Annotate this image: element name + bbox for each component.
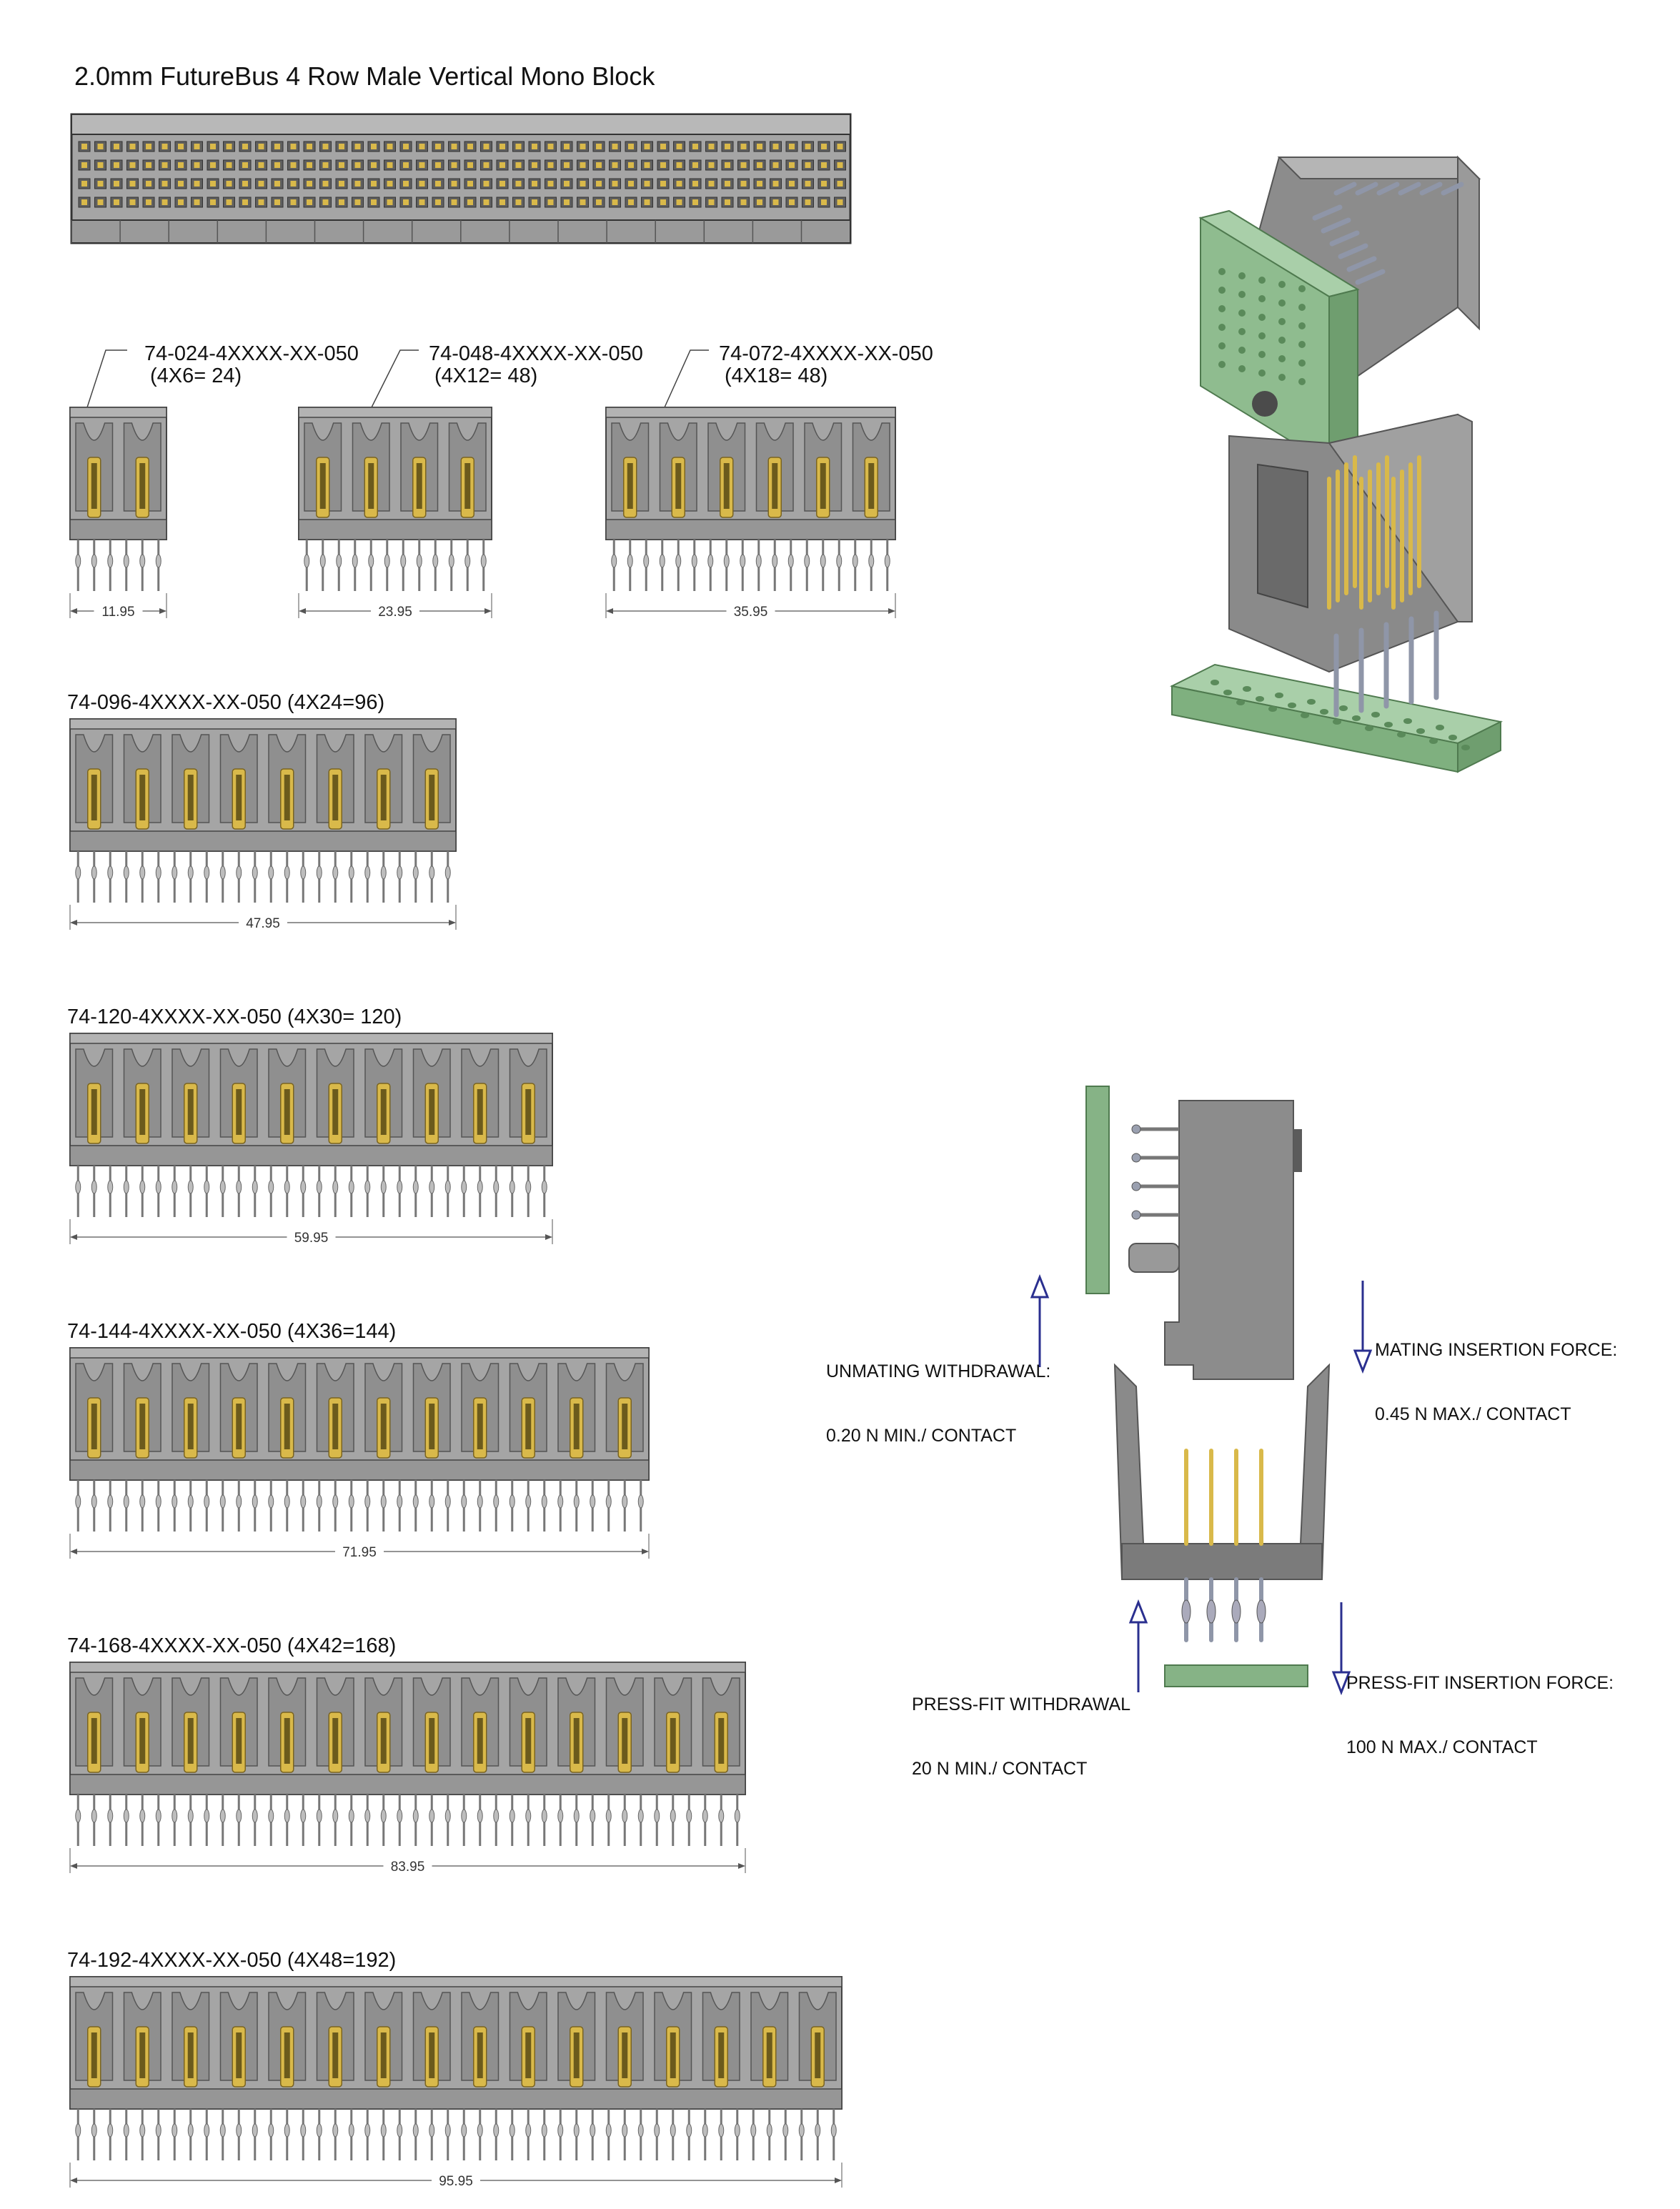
connector-outline-drawing: 83.95 (69, 1662, 746, 1875)
leader-line (371, 349, 419, 408)
part-number-label: 74-192-4XXXX-XX-050 (4X48=192) (67, 1950, 396, 1972)
pin-count: (4X36=144) (287, 1320, 397, 1343)
pin-count: (4X30= 120) (287, 1006, 402, 1028)
connector-outline-drawing: 35.95 (605, 407, 896, 620)
part-number-label: 74-120-4XXXX-XX-050 (4X30= 120) (67, 1006, 402, 1028)
pressfit-withdrawal-arrow-icon (1128, 1599, 1148, 1692)
connector-outline-drawing: 11.95 (69, 407, 167, 620)
width-dimension: 47.95 (246, 916, 280, 931)
unmating-title: UNMATING WITHDRAWAL: (826, 1361, 1051, 1381)
part-number: 74-192-4XXXX-XX-050 (67, 1949, 282, 1972)
connector-outline-drawing: 47.95 (69, 718, 457, 931)
leader-line (664, 349, 709, 408)
width-dimension: 11.95 (101, 605, 134, 620)
mating-value: 0.45 N MAX./ CONTACT (1375, 1404, 1571, 1424)
width-dimension: 23.95 (378, 605, 412, 620)
part-number: 74-168-4XXXX-XX-050 (67, 1634, 282, 1657)
pressfit-withdrawal-label: PRESS-FIT WITHDRAWAL 20 N MIN./ CONTACT (912, 1651, 1130, 1801)
unmating-arrow-icon (1030, 1274, 1050, 1367)
unmating-value: 0.20 N MIN./ CONTACT (826, 1426, 1017, 1446)
mating-arrow-icon (1353, 1281, 1373, 1374)
connector-outline-drawing: 59.95 (69, 1033, 553, 1246)
pressfit-withdrawal-title: PRESS-FIT WITHDRAWAL (912, 1694, 1131, 1714)
top-view-drawing (70, 113, 852, 244)
part-number: 74-096-4XXXX-XX-050 (67, 691, 282, 714)
pin-count: (4X12= 48) (434, 364, 538, 387)
pressfit-insertion-value: 100 N MAX./ CONTACT (1346, 1737, 1538, 1757)
unmating-withdrawal-label: UNMATING WITHDRAWAL: 0.20 N MIN./ CONTAC… (826, 1318, 1050, 1468)
pin-count: (4X18= 48) (725, 364, 828, 387)
pin-count: (4X42=168) (287, 1634, 397, 1657)
part-number-label: 74-072-4XXXX-XX-050(4X18= 48) (719, 343, 933, 387)
pressfit-insertion-arrow-icon (1331, 1602, 1351, 1696)
pressfit-insertion-label: PRESS-FIT INSERTION FORCE: 100 N MAX./ C… (1346, 1629, 1614, 1779)
width-dimension: 83.95 (391, 1860, 425, 1875)
connector-outline-drawing: 23.95 (298, 407, 492, 620)
pressfit-withdrawal-value: 20 N MIN./ CONTACT (912, 1759, 1088, 1779)
connector-outline-drawing: 95.95 (69, 1976, 843, 2189)
side-daughter-card (1085, 1086, 1110, 1294)
pin-count: (4X48=192) (287, 1949, 397, 1972)
mating-title: MATING INSERTION FORCE: (1375, 1340, 1618, 1360)
width-dimension: 95.95 (439, 2174, 473, 2189)
part-number: 74-048-4XXXX-XX-050 (429, 342, 643, 365)
pin-count: (4X24=96) (287, 691, 385, 714)
part-number-label: 74-096-4XXXX-XX-050 (4X24=96) (67, 692, 384, 714)
width-dimension: 71.95 (342, 1545, 377, 1560)
page-title: 2.0mm FutureBus 4 Row Male Vertical Mono… (74, 61, 655, 91)
part-number: 74-072-4XXXX-XX-050 (719, 342, 933, 365)
part-number: 74-024-4XXXX-XX-050 (144, 342, 359, 365)
leader-line (86, 349, 127, 408)
part-number-label: 74-144-4XXXX-XX-050 (4X36=144) (67, 1321, 396, 1343)
part-number-label: 74-024-4XXXX-XX-050(4X6= 24) (144, 343, 359, 387)
part-number-label: 74-168-4XXXX-XX-050 (4X42=168) (67, 1635, 396, 1657)
connector-outline-drawing: 71.95 (69, 1347, 650, 1560)
pressfit-insertion-title: PRESS-FIT INSERTION FORCE: (1346, 1673, 1614, 1693)
mating-insertion-label: MATING INSERTION FORCE: 0.45 N MAX./ CON… (1375, 1296, 1617, 1446)
width-dimension: 35.95 (734, 605, 768, 620)
pin-count: (4X6= 24) (150, 364, 242, 387)
part-number: 74-120-4XXXX-XX-050 (67, 1006, 282, 1028)
width-dimension: 59.95 (294, 1231, 329, 1246)
part-number: 74-144-4XXXX-XX-050 (67, 1320, 282, 1343)
part-number-label: 74-048-4XXXX-XX-050(4X12= 48) (429, 343, 643, 387)
side-backplane-pcb (1164, 1664, 1308, 1687)
isometric-assembly-drawing (1169, 155, 1503, 773)
side-view-force-drawing (1085, 1086, 1331, 1687)
